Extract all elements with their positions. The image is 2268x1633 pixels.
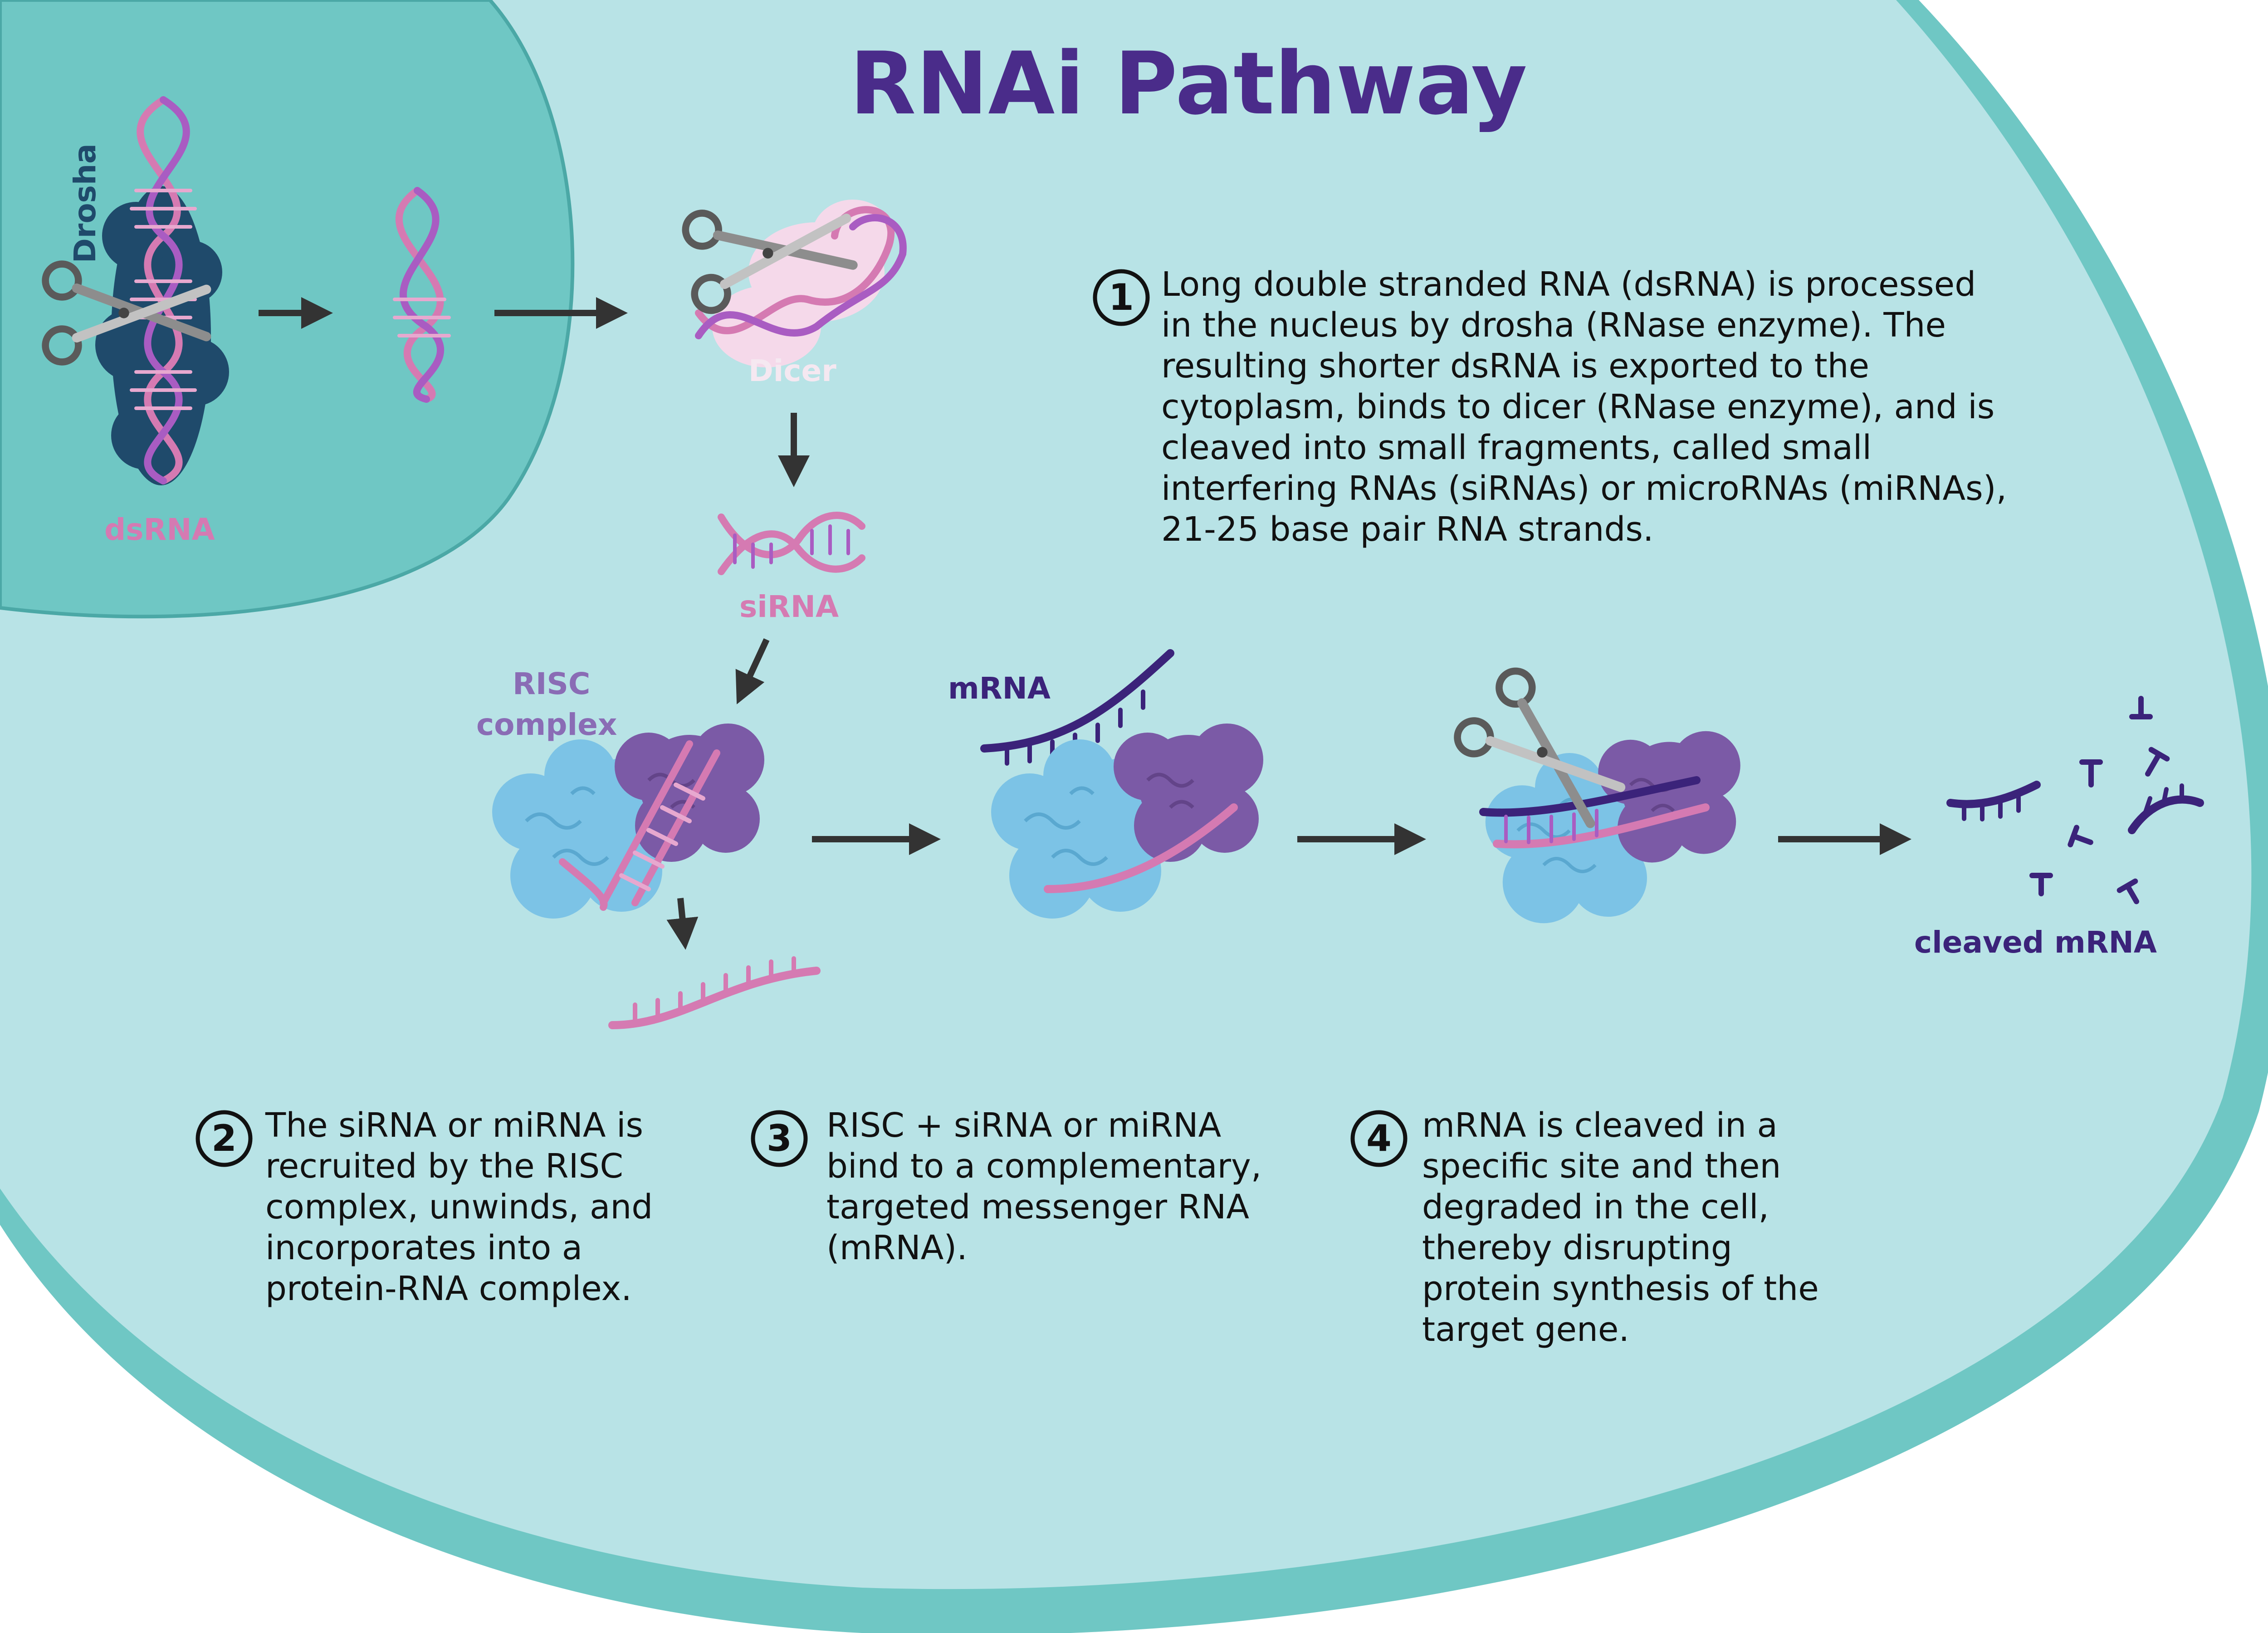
step-3-text: RISC + siRNA or miRNA bind to a compleme… xyxy=(826,1106,1272,1267)
label-dicer: Dicer xyxy=(748,353,836,388)
label-drosha: Drosha xyxy=(68,144,103,263)
nucleus xyxy=(0,0,575,619)
label-sirna: siRNA xyxy=(739,589,839,624)
label-mrna: mRNA xyxy=(948,671,1051,706)
label-cleaved-mrna: cleaved mRNA xyxy=(1914,925,2157,960)
arrow-icon xyxy=(666,898,699,950)
risc-complex-1 xyxy=(492,724,764,919)
dsrna-short-helix xyxy=(393,187,451,403)
step-4-caption: 4 mRNA is cleaved in a specific site and… xyxy=(1350,1106,1829,1349)
arrow-icon xyxy=(735,638,770,704)
step-number: 3 xyxy=(767,1117,792,1159)
released-rna-strand xyxy=(608,956,821,1029)
label-risc: RISC xyxy=(513,666,590,701)
step-1-text: Long double stranded RNA (dsRNA) is proc… xyxy=(1161,265,2018,549)
sirna-helix xyxy=(718,512,865,575)
label-dsrna: dsRNA xyxy=(104,512,215,547)
step-number: 2 xyxy=(211,1117,237,1159)
step-3-caption: 3 RISC + siRNA or miRNA bind to a comple… xyxy=(751,1106,1272,1267)
step-1-caption: 1 Long double stranded RNA (dsRNA) is pr… xyxy=(1093,265,2018,549)
step-2-text: The siRNA or miRNA is recruited by the R… xyxy=(265,1106,664,1308)
cleaved-mrna-fragments xyxy=(1946,696,2204,905)
step-number: 1 xyxy=(1109,276,1134,318)
label-risc-complex: complex xyxy=(476,707,617,742)
dsrna-dicer-helix xyxy=(695,206,907,339)
step-number: 4 xyxy=(1366,1117,1392,1159)
step-2-caption: 2 The siRNA or miRNA is recruited by the… xyxy=(196,1106,664,1308)
risc-complex-2 xyxy=(991,724,1263,919)
step-4-text: mRNA is cleaved in a specific site and t… xyxy=(1422,1106,1829,1349)
page-title: RNAi Pathway xyxy=(850,34,1527,134)
